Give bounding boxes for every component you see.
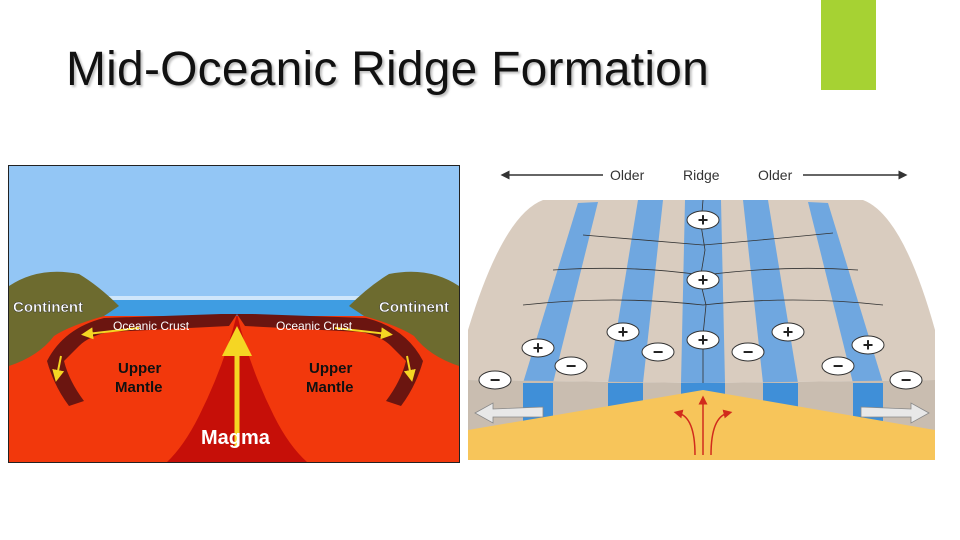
label-magma: Magma	[201, 427, 271, 449]
label-crust-right: Oceanic Crust	[276, 319, 353, 333]
block-diagram: Older Ridge Older	[463, 155, 943, 465]
svg-text:+: +	[863, 335, 874, 355]
accent-bar	[821, 0, 876, 90]
svg-text:−: −	[833, 356, 844, 376]
label-mantle-right-2: Mantle	[306, 379, 354, 396]
svg-text:+: +	[783, 322, 794, 342]
svg-text:−: −	[490, 370, 501, 390]
svg-text:+: +	[618, 322, 629, 342]
svg-text:−: −	[653, 342, 664, 362]
svg-text:+: +	[533, 338, 544, 358]
block-diagram-svg: Older Ridge Older	[463, 155, 943, 465]
svg-text:−: −	[901, 370, 912, 390]
label-crust-left: Oceanic Crust	[113, 319, 190, 333]
label-mantle-right-1: Upper	[309, 360, 353, 377]
label-continent-right: Continent	[379, 299, 449, 316]
svg-text:+: +	[698, 210, 709, 230]
header-older-right: Older	[758, 167, 793, 183]
label-mantle-left-2: Mantle	[115, 379, 163, 396]
svg-text:+: +	[698, 270, 709, 290]
label-continent-left: Continent	[13, 299, 83, 316]
ocean	[79, 298, 389, 316]
header-ridge: Ridge	[683, 167, 720, 183]
label-mantle-left-1: Upper	[118, 360, 162, 377]
cross-section-diagram: Continent Continent Oceanic Crust Oceani…	[8, 165, 460, 463]
cross-section-svg: Continent Continent Oceanic Crust Oceani…	[9, 166, 459, 462]
header-older-left: Older	[610, 167, 645, 183]
slide-title: Mid-Oceanic Ridge Formation	[66, 42, 709, 97]
svg-text:−: −	[743, 342, 754, 362]
svg-text:−: −	[566, 356, 577, 376]
svg-text:+: +	[698, 330, 709, 350]
